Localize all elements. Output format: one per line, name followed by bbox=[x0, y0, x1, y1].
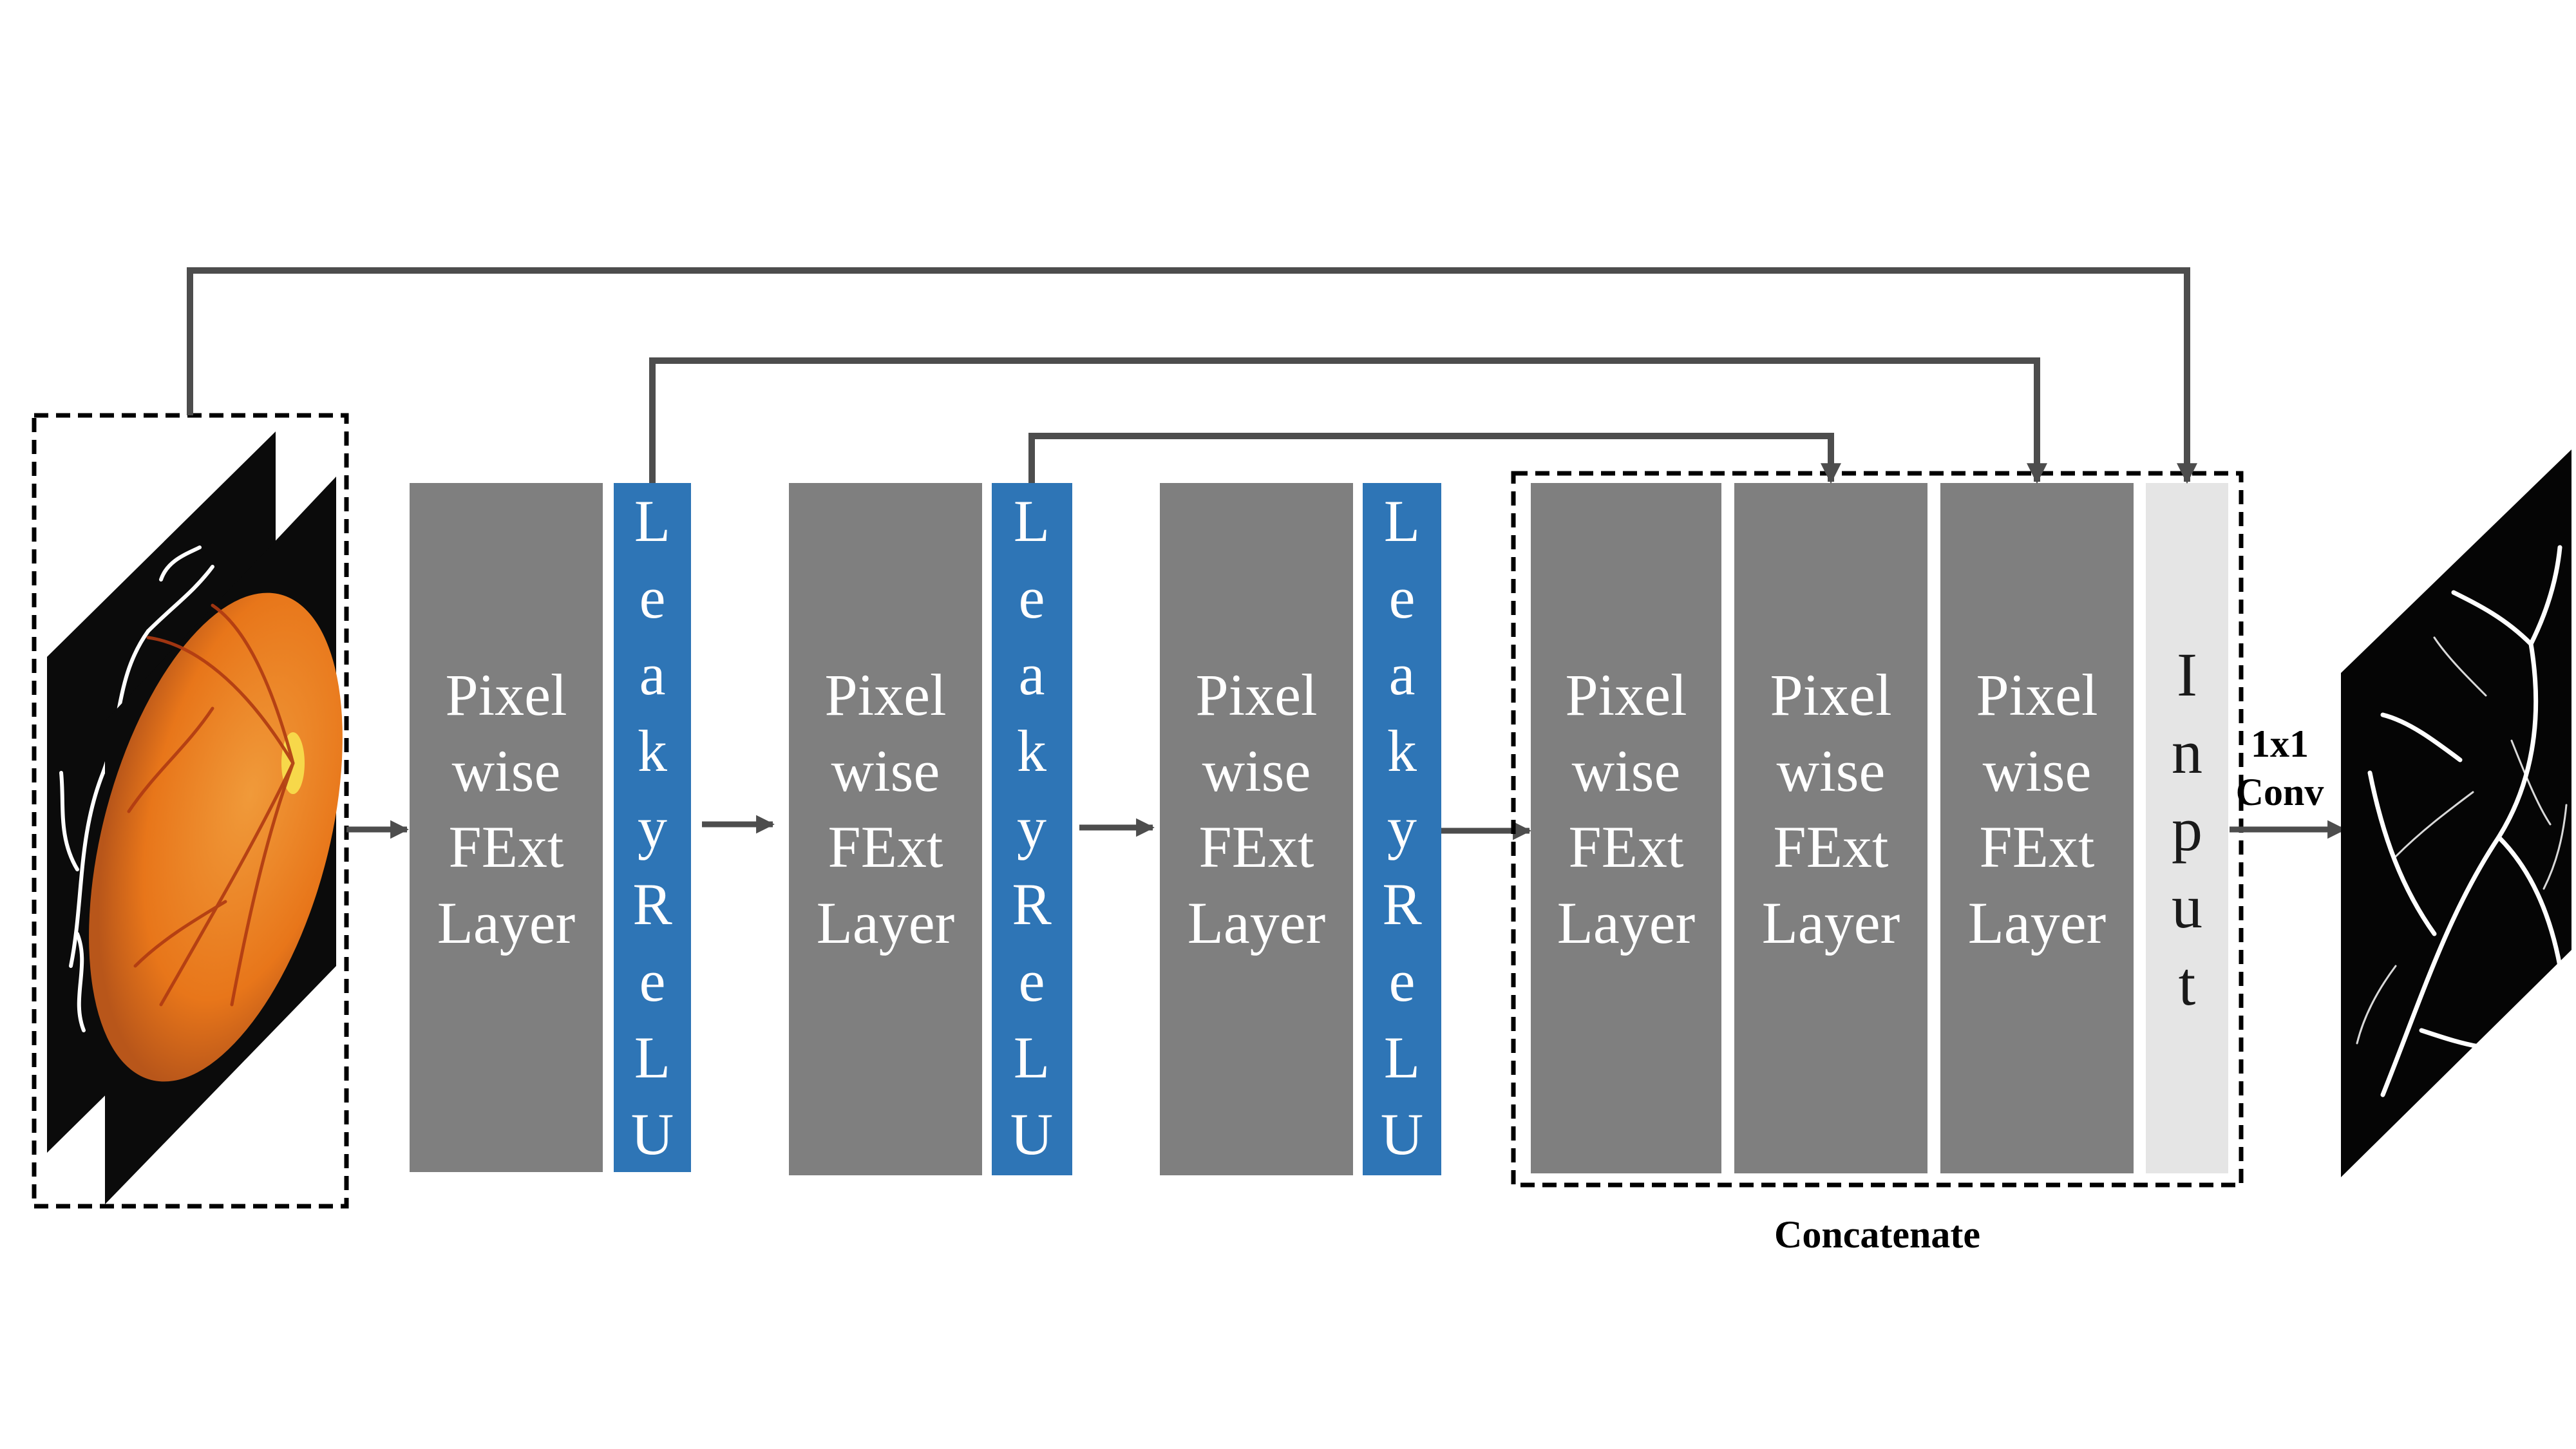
conv-label-line-1: 1x1 bbox=[2251, 723, 2309, 765]
layer-label-line: wise bbox=[452, 738, 561, 804]
stacked-letter: e bbox=[1389, 948, 1416, 1014]
layer-label-line: FExt bbox=[1569, 814, 1684, 880]
conv-label-line-2: Conv bbox=[2236, 771, 2324, 813]
stacked-letter: u bbox=[2172, 872, 2202, 941]
stacked-letter: U bbox=[1010, 1101, 1053, 1167]
stacked-letter: U bbox=[631, 1101, 674, 1167]
leakyrelu-2 bbox=[992, 483, 1072, 1175]
skip-input-to-input-block bbox=[187, 267, 2198, 484]
stacked-letter: y bbox=[1387, 795, 1417, 860]
concatenate-label: Concatenate bbox=[1774, 1213, 1980, 1256]
layer-label-line: Pixel bbox=[1565, 662, 1687, 728]
concat-fext-layer-3 bbox=[1940, 483, 2134, 1173]
stacked-letter: y bbox=[638, 795, 667, 860]
conv-1x1: 1x1 Conv bbox=[2230, 723, 2346, 839]
stacked-letter: a bbox=[1019, 641, 1045, 707]
stacked-letter: a bbox=[639, 641, 666, 707]
stacked-letter: e bbox=[639, 565, 666, 630]
input-image-group bbox=[32, 413, 349, 1209]
stacked-letter: L bbox=[1384, 488, 1420, 554]
layer-label-line: Layer bbox=[1557, 890, 1696, 956]
retina-fundus-image bbox=[89, 477, 343, 1204]
layer-label-line: Pixel bbox=[1195, 662, 1317, 728]
skip-relu2-to-concat-layer2 bbox=[1028, 433, 1842, 484]
layer-label-line: FExt bbox=[449, 814, 564, 880]
stacked-letter: y bbox=[1017, 795, 1046, 860]
layer-label-line: FExt bbox=[1774, 814, 1889, 880]
layer-label-line: FExt bbox=[1199, 814, 1314, 880]
stacked-letter: k bbox=[1387, 718, 1417, 784]
stacked-letter: p bbox=[2172, 795, 2202, 864]
layer-label-line: FExt bbox=[1980, 814, 2095, 880]
layer-label-line: Pixel bbox=[1770, 662, 1891, 728]
layer-label-line: wise bbox=[831, 738, 940, 804]
layer-label-line: wise bbox=[1777, 738, 1886, 804]
stacked-letter: R bbox=[632, 871, 672, 937]
stacked-letter: k bbox=[1017, 718, 1046, 784]
layer-label-line: Pixel bbox=[1976, 662, 2098, 728]
stacked-letter: L bbox=[634, 488, 670, 554]
layer-label-line: Layer bbox=[1968, 890, 2107, 956]
stacked-letter: R bbox=[1012, 871, 1052, 937]
stacked-letter: R bbox=[1382, 871, 1422, 937]
layer-label-line: Layer bbox=[1188, 890, 1326, 956]
segmentation-output-image bbox=[2341, 450, 2571, 1177]
concat-fext-layer-2 bbox=[1734, 483, 1927, 1173]
stacked-letter: n bbox=[2172, 717, 2202, 786]
fext-layer-1 bbox=[410, 483, 603, 1172]
fext-layer-2 bbox=[789, 483, 982, 1175]
fext-layer-3 bbox=[1160, 483, 1353, 1175]
skip-relu1-to-concat-layer3 bbox=[649, 357, 2048, 484]
layer-label-line: wise bbox=[1983, 738, 2092, 804]
stacked-letter: L bbox=[1014, 1025, 1050, 1090]
stacked-letter: L bbox=[1384, 1025, 1420, 1090]
layer-label-line: Pixel bbox=[445, 662, 567, 728]
layer-label-line: Layer bbox=[437, 890, 576, 956]
concat-fext-layer-1 bbox=[1531, 483, 1721, 1173]
stacked-letter: e bbox=[1389, 565, 1416, 630]
stacked-letter: k bbox=[638, 718, 667, 784]
stacked-letter: L bbox=[634, 1025, 670, 1090]
stacked-letter: L bbox=[1014, 488, 1050, 554]
input-block bbox=[2146, 483, 2228, 1173]
leakyrelu-3 bbox=[1363, 483, 1441, 1175]
layer-label-line: wise bbox=[1202, 738, 1311, 804]
layer-label-line: Layer bbox=[817, 890, 955, 956]
skip-connections bbox=[187, 267, 2198, 484]
stacked-letter: I bbox=[2177, 640, 2197, 709]
layer-label-line: Layer bbox=[1762, 890, 1900, 956]
stacked-letter: a bbox=[1389, 641, 1416, 707]
stacked-letter: e bbox=[1019, 948, 1045, 1014]
stacked-letter: t bbox=[2179, 949, 2196, 1018]
stacked-letter: U bbox=[1381, 1101, 1423, 1167]
leakyrelu-1 bbox=[614, 483, 691, 1172]
layer-label-line: wise bbox=[1572, 738, 1681, 804]
stacked-letter: e bbox=[1019, 565, 1045, 630]
layer-label-line: Pixel bbox=[824, 662, 946, 728]
stacked-letter: e bbox=[639, 948, 666, 1014]
layer-label-line: FExt bbox=[828, 814, 943, 880]
